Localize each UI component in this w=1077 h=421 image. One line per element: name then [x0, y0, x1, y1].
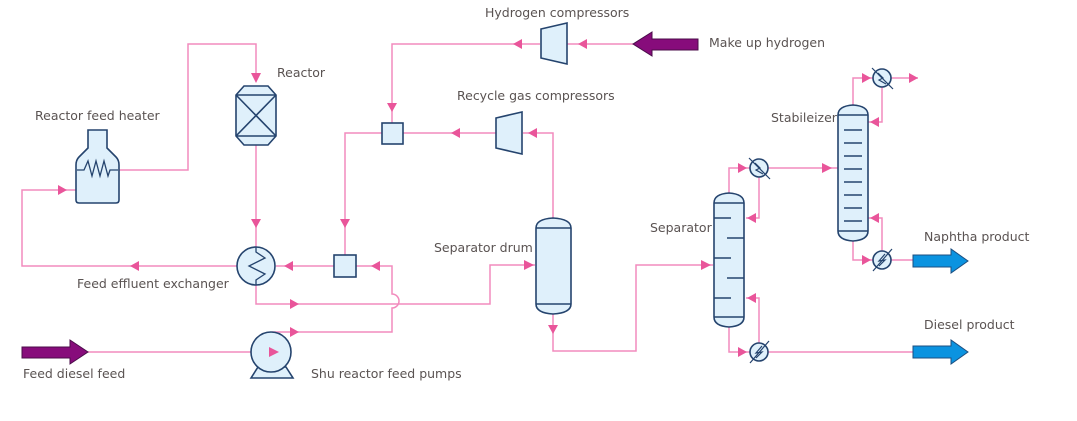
flow-arrow — [738, 163, 747, 173]
flow-arrow — [870, 213, 879, 223]
flow-arrow — [528, 128, 537, 138]
flow-arrow — [58, 185, 67, 195]
separator-reboiler[interactable] — [749, 340, 770, 364]
flow-arrow — [738, 347, 747, 357]
flow-arrow — [578, 39, 587, 49]
flow-arrow — [340, 219, 350, 228]
label-shu-reactor-feed-pumps: Shu reactor feed pumps — [311, 366, 462, 381]
condenser-coil-icon — [754, 162, 764, 175]
feed-effluent-exchanger[interactable] — [236, 246, 276, 286]
flow-arrow — [862, 73, 871, 83]
shu-reactor-feed-pump[interactable] — [249, 331, 295, 379]
flow-arrow — [870, 117, 879, 127]
naphtha-product-arrow — [912, 248, 969, 274]
reactor-feed-heater[interactable] — [75, 129, 120, 204]
stabilizer-reboiler[interactable] — [872, 248, 893, 272]
exchanger-coil-icon — [247, 247, 267, 285]
recycle-gas-compressor[interactable] — [495, 110, 523, 156]
pipe-h2-compressor-to-mixer — [391, 43, 540, 124]
flow-arrow — [290, 299, 299, 309]
pipe-pump-to-mixer — [272, 265, 400, 333]
mixer-lower[interactable] — [333, 254, 357, 278]
flow-arrow — [747, 213, 756, 223]
separator-column[interactable] — [713, 192, 745, 328]
label-make-up-hydrogen: Make up hydrogen — [709, 35, 825, 50]
condenser-coil-icon — [877, 72, 887, 85]
hydrogen-compressor[interactable] — [540, 21, 568, 66]
flow-arrow — [513, 39, 522, 49]
flow-arrow — [130, 261, 139, 271]
flow-arrow — [747, 293, 756, 303]
flow-arrow — [822, 163, 832, 173]
flow-arrow — [251, 73, 261, 83]
label-reactor: Reactor — [277, 65, 326, 80]
pipe-exchanger-to-drum — [255, 264, 535, 305]
pipe-exchanger-to-heater — [21, 189, 238, 267]
label-separator: Separator — [650, 220, 713, 235]
label-feed-effluent-exchanger: Feed effluent exchanger — [77, 276, 230, 291]
pipe-mixer-to-mixer — [344, 132, 382, 255]
pipe-separator-reflux — [746, 177, 760, 219]
label-stabilizer: Stabileizer — [771, 110, 838, 125]
label-reactor-feed-heater: Reactor feed heater — [35, 108, 161, 123]
flow-arrows — [58, 39, 918, 357]
label-diesel-product: Diesel product — [924, 317, 1015, 332]
pipe-heater-to-reactor — [119, 43, 257, 171]
flow-arrow — [701, 260, 711, 270]
flow-arrow — [290, 327, 299, 337]
pipe-separator-reboil — [746, 297, 760, 343]
make-up-hydrogen-arrow — [632, 31, 699, 57]
flow-arrow — [909, 73, 918, 83]
heater-coil-icon — [77, 158, 118, 179]
label-recycle-gas-compressors: Recycle gas compressors — [457, 88, 615, 103]
separator-drum[interactable] — [535, 217, 572, 315]
stabilizer-column[interactable] — [837, 104, 869, 242]
flow-arrow — [548, 325, 558, 334]
mixer-upper[interactable] — [381, 122, 404, 145]
flow-arrow — [524, 260, 534, 270]
flow-arrow — [251, 219, 261, 228]
flow-arrow — [451, 128, 460, 138]
flow-arrow — [371, 261, 380, 271]
flow-arrow — [387, 103, 397, 112]
label-feed-diesel-feed: Feed diesel feed — [23, 366, 125, 381]
pipe-drum-to-recycle-compressor — [523, 132, 554, 220]
label-hydrogen-compressors: Hydrogen compressors — [485, 5, 629, 20]
pipe-stabilizer-reboil — [868, 217, 883, 251]
label-separator-drum: Separator drum — [434, 240, 533, 255]
reactor[interactable] — [235, 85, 277, 146]
feed-diesel-arrow — [21, 339, 89, 365]
pipe-stabilizer-reflux — [868, 87, 883, 123]
pump-flow-arrow — [269, 347, 279, 357]
stabilizer-condenser[interactable] — [871, 67, 894, 90]
flow-arrow — [862, 255, 871, 265]
diesel-product-arrow — [912, 339, 969, 365]
flow-arrow — [284, 261, 293, 271]
separator-condenser[interactable] — [748, 157, 771, 180]
label-naphtha-product: Naphtha product — [924, 229, 1030, 244]
pipe-drum-to-separator — [552, 264, 713, 352]
